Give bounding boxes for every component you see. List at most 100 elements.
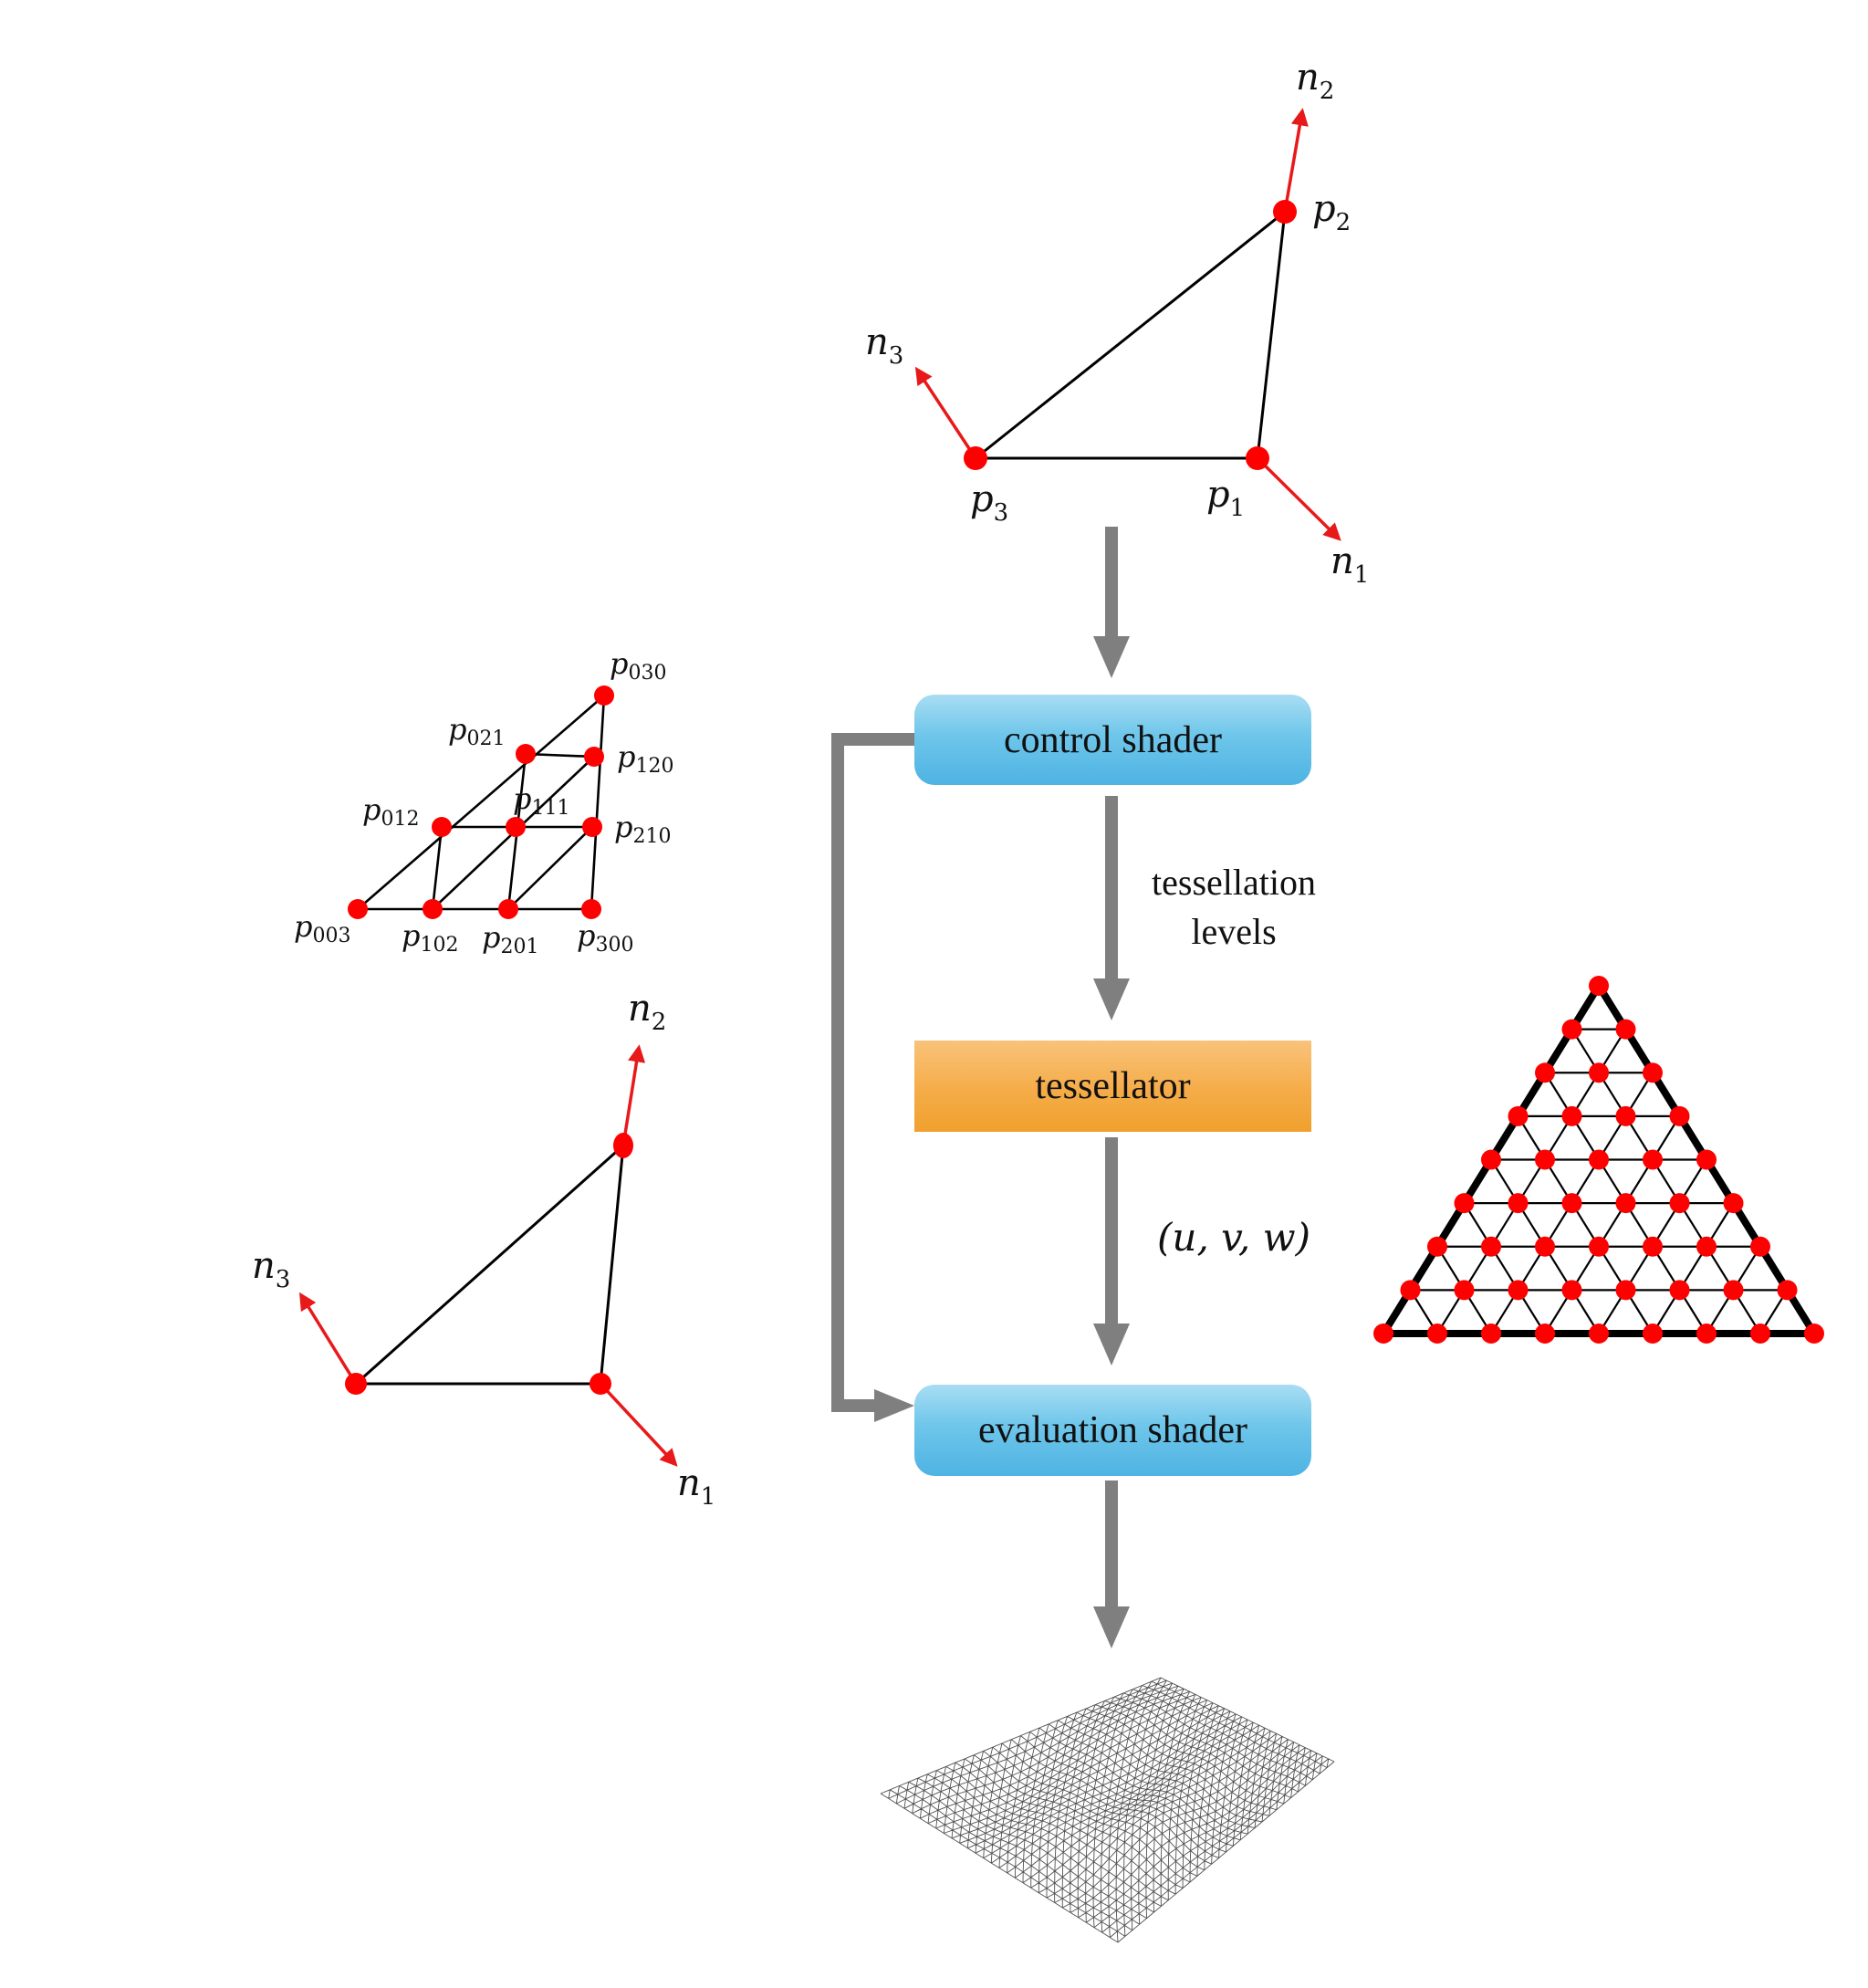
tess-point — [1750, 1324, 1770, 1344]
input-normal-n1-arrow — [1256, 456, 1341, 541]
control-net: p030 p021 p120 p012 p111 p210 p003 p102 … — [294, 646, 673, 958]
tessellator-label: tessellator — [1035, 1065, 1191, 1107]
tess-point — [1643, 1324, 1663, 1344]
net-point-p102 — [423, 899, 443, 919]
tess-point — [1481, 1324, 1501, 1344]
net-edge — [525, 752, 595, 759]
tess-point — [1669, 1193, 1690, 1214]
tess-point — [1750, 1236, 1770, 1257]
tess-point — [1535, 1236, 1555, 1257]
tess-point — [1427, 1236, 1447, 1257]
flow-arrows — [831, 527, 1130, 1648]
tess-point — [1481, 1236, 1501, 1257]
net-point-p210 — [582, 817, 602, 837]
mesh-wireframe — [880, 1677, 1335, 1943]
tess-point — [1561, 1193, 1582, 1214]
net-edge — [431, 826, 444, 910]
net-label-p201: p201 — [482, 920, 538, 958]
flow-arrow-input-to-control — [1093, 527, 1130, 678]
net-edge — [507, 826, 593, 910]
input-point-p3 — [964, 446, 987, 470]
output-normal-n2-arrow — [621, 1044, 646, 1146]
net-label-p030: p030 — [610, 646, 666, 685]
output-point — [345, 1373, 367, 1395]
tess-point — [1561, 1105, 1582, 1126]
input-label-p3: p3 — [970, 478, 1008, 527]
net-point-p003 — [348, 899, 368, 919]
tess-point — [1696, 1149, 1717, 1170]
tess-point — [1589, 976, 1609, 996]
tess-grid-line — [1652, 1202, 1735, 1334]
tess-point — [1643, 1236, 1663, 1257]
input-patch: p2 p3 p1 n2 n3 n1 — [865, 57, 1369, 589]
flow-arrow-tessellator-to-evaluation — [1093, 1137, 1130, 1365]
net-label-p003: p003 — [294, 909, 350, 947]
evaluation-shader-box: evaluation shader — [914, 1385, 1311, 1476]
tess-point — [1643, 1149, 1663, 1170]
tess-point — [1508, 1193, 1529, 1214]
tess-point — [1643, 1062, 1663, 1083]
tessellated-triangle — [1373, 976, 1824, 1344]
tess-point — [1615, 1193, 1636, 1214]
output-edge — [355, 1144, 624, 1386]
net-edge — [590, 695, 606, 910]
input-point-p1 — [1246, 446, 1269, 470]
tess-point — [1535, 1062, 1555, 1083]
tessellation-levels-label: tessellation levels — [1124, 858, 1343, 957]
input-label-p1: p1 — [1206, 474, 1245, 522]
control-shader-label: control shader — [1003, 718, 1223, 761]
tess-grid-line — [1517, 1115, 1654, 1334]
tess-point — [1535, 1324, 1555, 1344]
net-label-p300: p300 — [577, 918, 633, 957]
tess-point — [1723, 1193, 1744, 1214]
output-edge — [599, 1145, 625, 1385]
tess-point — [1696, 1236, 1717, 1257]
tess-point — [1481, 1149, 1501, 1170]
tess-point — [1454, 1193, 1475, 1214]
tess-point — [1508, 1105, 1529, 1126]
tess-point — [1615, 1280, 1636, 1301]
net-label-p012: p012 — [362, 792, 419, 831]
tess-point — [1373, 1324, 1393, 1344]
tess-point — [1777, 1280, 1798, 1301]
flow-arrow-bypass — [831, 733, 914, 1422]
output-normal-n3-arrow — [298, 1292, 358, 1385]
tess-point — [1400, 1280, 1421, 1301]
tess-point — [1561, 1019, 1582, 1040]
tess-point — [1804, 1324, 1824, 1344]
tess-point — [1535, 1149, 1555, 1170]
tess-grid-line — [1544, 1115, 1681, 1334]
tess-grid-line — [1463, 1202, 1546, 1334]
net-label-p021: p021 — [448, 712, 505, 750]
flow-arrow-control-to-tessellator — [1093, 796, 1130, 1020]
tessellation-levels-line-1: tessellation — [1152, 862, 1316, 903]
output-label-n2: n2 — [628, 988, 666, 1036]
tessellator-box: tessellator — [914, 1041, 1311, 1132]
wireframe-terrain-mesh-icon — [880, 1677, 1335, 1943]
output-label-n1: n1 — [677, 1462, 715, 1511]
net-point-p111 — [506, 817, 526, 837]
output-label-n3: n3 — [252, 1245, 290, 1293]
net-point-p201 — [498, 899, 518, 919]
net-label-p120: p120 — [617, 739, 673, 778]
tess-point — [1669, 1280, 1690, 1301]
tess-point — [1723, 1280, 1744, 1301]
tess-point — [1427, 1324, 1447, 1344]
output-normal-n1-arrow — [599, 1382, 678, 1467]
input-normal-n3-arrow — [914, 366, 977, 459]
tess-point — [1615, 1105, 1636, 1126]
input-label-n1: n1 — [1331, 540, 1369, 589]
input-label-n2: n2 — [1296, 57, 1334, 105]
flow-arrow-evaluation-to-mesh — [1093, 1481, 1130, 1648]
net-label-p102: p102 — [402, 918, 458, 957]
input-edge-p2-p1 — [1256, 211, 1287, 459]
net-point-p021 — [516, 744, 536, 764]
net-point-p030 — [594, 685, 614, 706]
tess-point — [1589, 1062, 1609, 1083]
input-label-p2: p2 — [1312, 188, 1351, 236]
tess-point — [1561, 1280, 1582, 1301]
net-edge — [357, 695, 605, 910]
net-label-p111: p111 — [513, 781, 569, 820]
net-point-p300 — [581, 899, 601, 919]
